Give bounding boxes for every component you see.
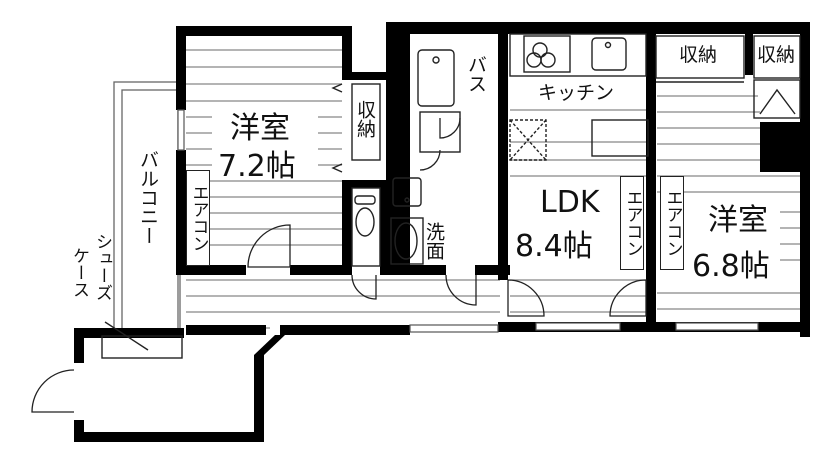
floor-stripes <box>186 49 800 329</box>
label-bath: バス <box>465 55 487 93</box>
aircon-2: エアコン <box>620 176 644 270</box>
label-aircon-2: エアコン <box>622 189 643 257</box>
room-name-ldk: LDK <box>540 185 600 220</box>
label-kitchen: キッチン <box>538 82 615 104</box>
label-storage-1: 収納 <box>354 100 376 138</box>
windows <box>177 109 759 333</box>
walls <box>74 22 810 442</box>
room-name-western-2: 洋室 <box>708 203 768 238</box>
label-aircon-3: エアコン <box>662 189 683 257</box>
label-washroom: 洗面 <box>423 222 445 260</box>
room-size-ldk: 8.4帖 <box>515 229 593 264</box>
room-size-western-2: 6.8帖 <box>692 249 770 284</box>
aircon-3: エアコン <box>660 176 684 270</box>
room-size-western-1: 7.2帖 <box>218 149 296 184</box>
fixtures <box>101 33 801 359</box>
aircon-1: エアコン <box>186 170 210 266</box>
label-shoe-case-line2: ケース <box>69 247 89 298</box>
room-name-western-1: 洋室 <box>230 111 290 146</box>
label-storage-2: 収納 <box>679 44 718 66</box>
label-balcony: バルコニー <box>137 150 159 245</box>
label-storage-3: 収納 <box>757 44 796 66</box>
doors <box>31 117 647 413</box>
label-shoe-case-line1: シューズ <box>92 233 112 301</box>
label-aircon-1: エアコン <box>188 184 209 252</box>
